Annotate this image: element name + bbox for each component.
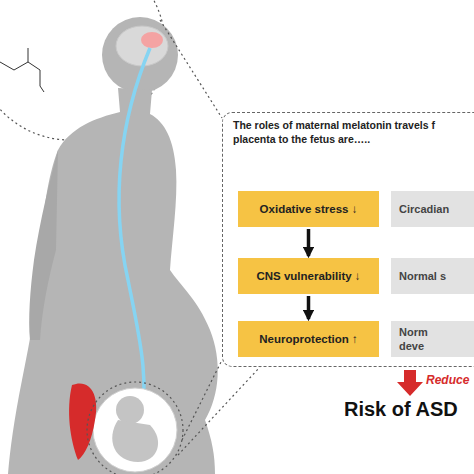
dashed-panel: The roles of maternal melatonin travels … [222,112,474,367]
flow-arrow [307,296,311,319]
leader-line [178,367,260,455]
box-text: Normal s [399,269,474,283]
zoom-circle [87,382,183,474]
outcome-box: Norm deve [391,321,474,357]
melatonin-route [119,48,150,430]
outcome-label: Risk of ASD [344,398,458,421]
outcome-box: Circadian [391,191,474,227]
outcome-box: Normal s [391,258,474,294]
box-text: Circadian [399,202,474,216]
placenta-symbol [69,383,96,460]
effect-box: CNS vulnerability ↓ [238,258,379,294]
effect-box: Neuroprotection ↑ [238,321,379,357]
pineal-spot [141,32,163,48]
panel-heading: The roles of maternal melatonin travels … [233,119,469,146]
brain-symbol [116,26,168,66]
flow-arrow [307,229,311,256]
effect-box: Oxidative stress ↓ [238,191,379,227]
fetus-symbol [112,396,158,462]
pregnant-silhouette [8,17,218,474]
box-text: Neuroprotection ↑ [259,332,357,347]
box-text: Norm deve [399,325,435,354]
molecule-symbol [0,48,44,92]
leader-line [160,20,222,118]
box-text: CNS vulnerability ↓ [256,269,360,284]
effect-label: Reduce [426,373,469,387]
reduce-arrow [397,370,423,396]
box-text: Oxidative stress ↓ [260,202,358,217]
uterus-symbol [93,388,177,472]
leader-line [182,360,222,440]
